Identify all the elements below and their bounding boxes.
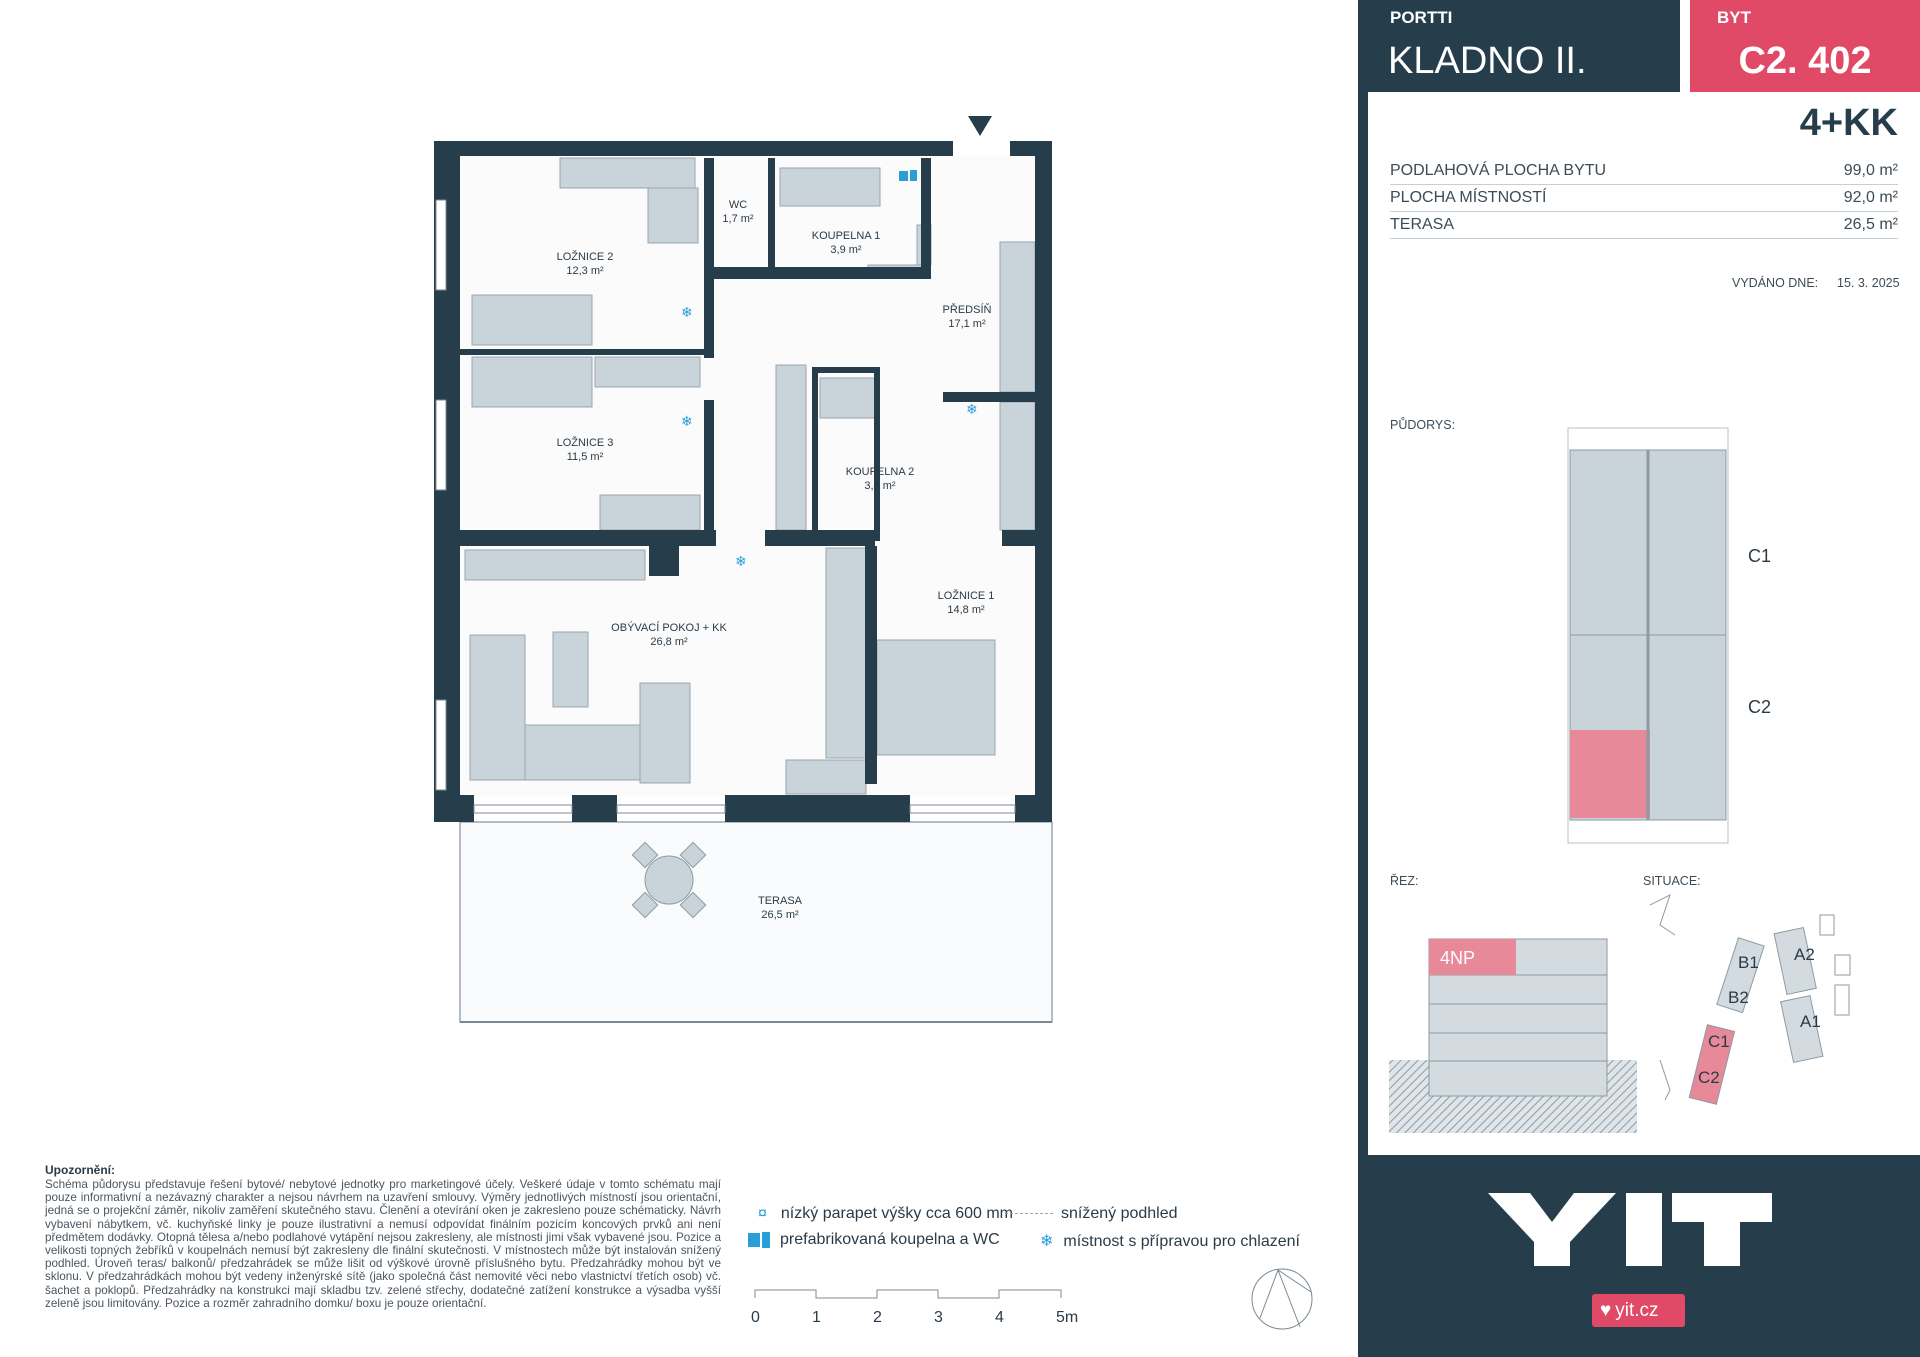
room-loznice-1: LOŽNICE 1 14,8 m² — [938, 589, 995, 617]
floorplan-label: PŮDORYS: — [1390, 418, 1456, 432]
legend-prefab-bathroom: prefabrikovaná koupelna a WC — [748, 1231, 1000, 1249]
scale-tick: 0 — [751, 1309, 760, 1326]
legend-low-parapet: ¤ nízký parapet výšky cca 600 mm — [758, 1205, 1013, 1223]
project-label: PORTTI — [1390, 8, 1453, 27]
site-a1: A1 — [1800, 1012, 1821, 1031]
situation-label: SITUACE: — [1643, 874, 1701, 888]
snowflake-icon: ❄ — [1040, 1233, 1054, 1250]
room-area: 26,8 m² — [650, 636, 688, 648]
room-wc: WC 1,7 m² — [722, 198, 753, 226]
room-area: 14,8 m² — [947, 604, 985, 616]
room-living-kitchen: OBÝVACÍ POKOJ + KK 26,8 m² — [611, 621, 727, 649]
room-area: 17,1 m² — [948, 318, 986, 330]
yit-logo — [1488, 1193, 1772, 1266]
unit-code: C2. 402 — [1738, 40, 1872, 82]
section-floor: 4NP — [1440, 948, 1476, 968]
room-koupelna-2: KOUPELNA 2 3,9 m² — [846, 465, 914, 493]
scale-tick: 2 — [873, 1309, 882, 1326]
website-link[interactable]: ♥yit.cz — [1592, 1294, 1685, 1327]
room-name: PŘEDSÍŇ — [942, 304, 992, 316]
room-name: WC — [728, 199, 748, 211]
section-label: ŘEZ: — [1390, 874, 1419, 888]
room-loznice-3: LOŽNICE 3 11,5 m² — [557, 436, 614, 464]
unit-layout: 4+KK — [1799, 102, 1898, 144]
terrace-table — [631, 841, 707, 919]
low-parapet-icon: ¤ — [758, 1205, 767, 1222]
info-label: TERASA — [1390, 216, 1455, 233]
snowflake-icon: ❄ — [735, 553, 747, 569]
room-name: OBÝVACÍ POKOJ + KK — [611, 622, 727, 634]
info-value: 26,5 m² — [1843, 216, 1898, 233]
room-terasa: TERASA 26,5 m² — [758, 894, 802, 922]
snowflake-icon: ❄ — [681, 413, 693, 429]
legend-text: prefabrikovaná koupelna a WC — [780, 1231, 1000, 1248]
room-area: 3,9 m² — [864, 480, 896, 492]
room-area: 12,3 m² — [566, 265, 604, 277]
room-name: TERASA — [757, 895, 803, 907]
snowflake-icon: ❄ — [966, 401, 978, 417]
disclaimer-text: Schéma půdorysu představuje řešení bytov… — [45, 1178, 721, 1310]
entrance-arrow-icon — [968, 116, 992, 136]
issued-label: VYDÁNO DNE: — [1732, 276, 1819, 290]
info-row-room-area: PLOCHA MÍSTNOSTÍ 92,0 m² — [1390, 189, 1898, 212]
info-value: 99,0 m² — [1843, 162, 1898, 179]
legend-text: místnost s přípravou pro chlazení — [1063, 1233, 1300, 1250]
website-text: yit.cz — [1615, 1300, 1659, 1321]
info-row-terrace: TERASA 26,5 m² — [1390, 216, 1898, 239]
room-name: LOŽNICE 1 — [937, 590, 995, 602]
snowflake-icon: ❄ — [681, 304, 693, 320]
prefab-bathroom-icon — [899, 170, 917, 181]
room-predsin: PŘEDSÍŇ 17,1 m² — [943, 303, 992, 331]
issued-date: 15. 3. 2025 — [1837, 276, 1900, 290]
room-loznice-2: LOŽNICE 2 12,3 m² — [557, 250, 614, 278]
scale-tick: 3 — [934, 1309, 943, 1326]
room-area: 11,5 m² — [566, 451, 604, 463]
room-area: 26,5 m² — [761, 909, 799, 921]
room-name: LOŽNICE 3 — [556, 437, 614, 449]
dashed-line-icon — [1005, 1213, 1053, 1215]
prefab-bathroom-icon — [748, 1232, 760, 1247]
legend-cooling: ❄ místnost s přípravou pro chlazení — [1040, 1231, 1300, 1251]
info-label: PODLAHOVÁ PLOCHA BYTU — [1390, 162, 1607, 179]
building-floorplan-mini — [1567, 427, 1729, 844]
legend-text: nízký parapet výšky cca 600 mm — [780, 1205, 1013, 1222]
room-area: 3,9 m² — [830, 244, 862, 256]
room-koupelna-1: KOUPELNA 1 3,9 m² — [812, 229, 880, 257]
block-label-c1: C1 — [1748, 546, 1772, 566]
disclaimer-title: Upozornění: — [45, 1163, 115, 1177]
site-c2: C2 — [1698, 1068, 1720, 1087]
scale-bar — [754, 1289, 1062, 1299]
scale-tick: 4 — [995, 1309, 1004, 1326]
site-a2: A2 — [1794, 945, 1815, 964]
building-section — [1389, 938, 1637, 1133]
panel-border — [1358, 0, 1368, 1357]
windows — [435, 199, 1016, 814]
project-name: KLADNO II. — [1388, 40, 1587, 82]
unit-header: BYT C2. 402 — [1690, 0, 1920, 92]
site-b1: B1 — [1738, 953, 1759, 972]
info-row-floor-area: PODLAHOVÁ PLOCHA BYTU 99,0 m² — [1390, 162, 1898, 185]
scale-tick: 5m — [1056, 1309, 1079, 1326]
unit-label: BYT — [1717, 8, 1751, 27]
north-arrow-icon — [1251, 1268, 1313, 1330]
info-label: PLOCHA MÍSTNOSTÍ — [1390, 189, 1547, 206]
block-label-c2: C2 — [1748, 697, 1772, 717]
info-value: 92,0 m² — [1843, 189, 1898, 206]
prefab-bathroom-icon-part — [762, 1231, 770, 1248]
site-situation-map — [1649, 894, 1851, 1105]
room-name: KOUPELNA 2 — [845, 466, 915, 478]
project-header: PORTTI KLADNO II. — [1358, 0, 1680, 92]
legend-text: snížený podhled — [1061, 1205, 1178, 1222]
site-c1: C1 — [1708, 1032, 1730, 1051]
legend-lowered-ceiling: snížený podhled — [1005, 1205, 1178, 1223]
room-name: KOUPELNA 1 — [811, 230, 881, 242]
room-name: LOŽNICE 2 — [556, 251, 614, 263]
room-area: 1,7 m² — [722, 213, 754, 225]
scale-tick: 1 — [812, 1309, 821, 1326]
heart-icon: ♥ — [1600, 1300, 1612, 1321]
terrace — [459, 821, 1053, 1023]
site-b2: B2 — [1728, 988, 1749, 1007]
furniture — [464, 157, 1036, 795]
